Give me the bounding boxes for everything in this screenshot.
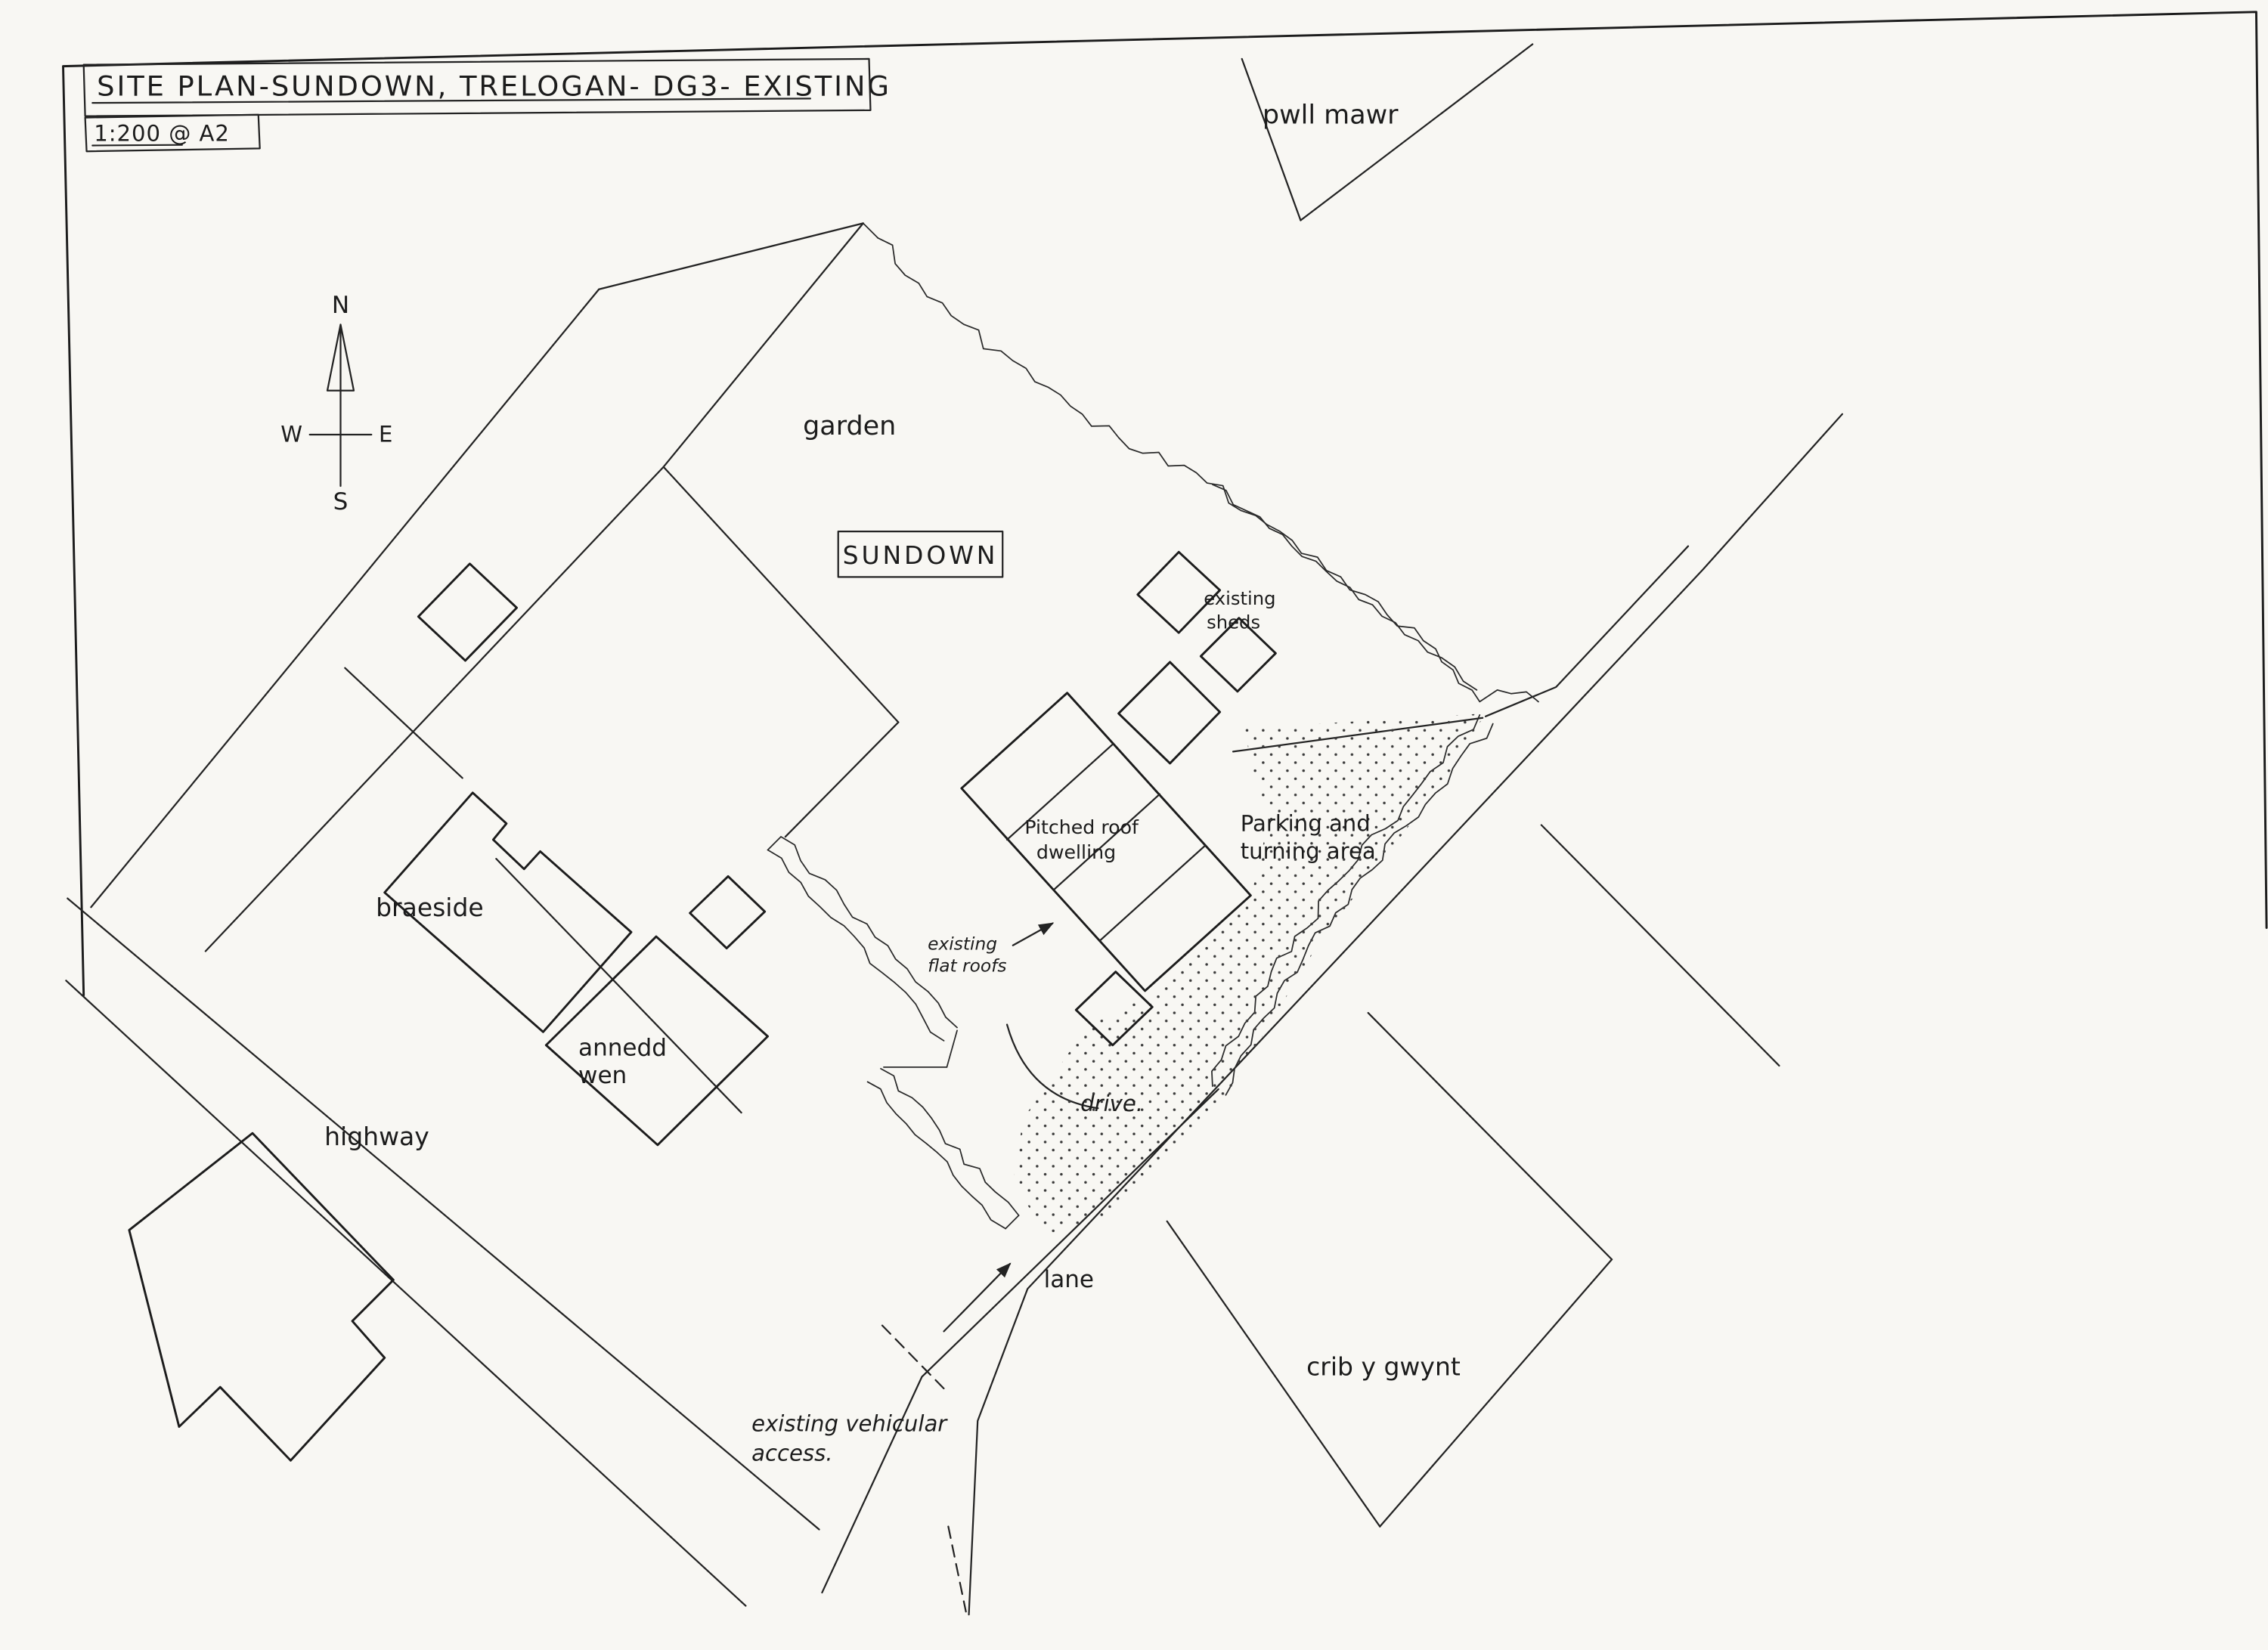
annedd-wen-wing <box>689 875 767 950</box>
flat-roofs-label-line1: existing <box>928 934 997 955</box>
access-label-line1: existing vehicular <box>751 1410 948 1436</box>
hedge-drive-upper-b <box>767 849 945 1042</box>
sheds-label-line1: existing <box>1204 587 1275 609</box>
annedd-wen-label-line1: annedd <box>578 1034 667 1061</box>
drive-label: drive. <box>1080 1091 1143 1116</box>
dwelling-rear-wing <box>1117 661 1222 765</box>
shed-1 <box>1136 550 1222 634</box>
plan-scale: 1:200 @ A2 <box>94 121 230 147</box>
highway-edge-south <box>65 980 747 1607</box>
compass-n-label: N <box>332 292 349 319</box>
highway-label: highway <box>324 1122 429 1151</box>
lane-edge-se <box>968 413 1844 1616</box>
annedd-wen-building <box>544 935 769 1147</box>
shed-2 <box>1199 617 1277 693</box>
building-sw <box>128 1131 395 1462</box>
north-arrow <box>308 323 373 488</box>
flat-roofs-label-line2: flat roofs <box>928 956 1006 977</box>
access-dashed-line <box>881 1324 945 1390</box>
hedge-drive-upper-a <box>780 836 958 1029</box>
dwelling-outbuilding <box>1074 970 1154 1047</box>
braeside-label: braeside <box>376 893 484 922</box>
sheds-label-line2: sheds <box>1207 611 1260 633</box>
flat-roof-pointer-arrow <box>1012 922 1055 946</box>
dwelling-main-block <box>960 692 1252 992</box>
annotation-marks <box>881 922 1055 1613</box>
pwll-mawr-boundary-west <box>1241 57 1302 221</box>
scale-box <box>84 113 261 153</box>
compass-e-label: E <box>379 422 392 447</box>
pwll-mawr-label: pwll mawr <box>1263 100 1399 130</box>
boundary-lines <box>65 43 1844 1616</box>
garden-label: garden <box>803 411 896 441</box>
labels: SITE PLAN-SUNDOWN, TRELOGAN- DG3- EXISTI… <box>94 70 1461 1466</box>
buildings <box>128 550 1277 1462</box>
hedge-north-inner <box>1212 484 1478 691</box>
highway-edge-north <box>67 897 820 1531</box>
lane-label: lane <box>1044 1266 1094 1293</box>
drawing-frame <box>62 11 2268 997</box>
parking-label-line1: Parking and <box>1241 810 1371 836</box>
hedge-north-boundary <box>877 237 1539 703</box>
sundown-label: SUNDOWN <box>843 540 999 570</box>
compass-s-label: S <box>333 488 349 515</box>
crib-y-gwynt-label: crib y gwynt <box>1306 1352 1461 1382</box>
parking-label-line2: turning area <box>1241 838 1376 864</box>
pwll-mawr-boundary-east <box>1300 43 1534 221</box>
parking-turning-area <box>1012 713 1486 1237</box>
annedd-wen-label-line2: wen <box>578 1062 627 1089</box>
dwelling-label-line1: Pitched roof <box>1024 816 1139 838</box>
title-box <box>82 57 872 117</box>
compass-w-label: W <box>280 422 302 447</box>
plan-title: SITE PLAN-SUNDOWN, TRELOGAN- DG3- EXISTI… <box>97 70 891 102</box>
hedge-drive-lower-a <box>880 1067 1020 1216</box>
access-label-line2: access. <box>751 1440 832 1466</box>
dwelling-label-line2: dwelling <box>1036 841 1116 863</box>
lane-dashed-line <box>947 1525 967 1613</box>
access-direction-arrow <box>943 1262 1012 1333</box>
braeside-building <box>383 791 633 1033</box>
lane-edge-nw-upper <box>1484 545 1690 717</box>
outbuilding-nw <box>417 562 518 662</box>
sundown-name-box <box>837 531 1004 578</box>
hedge-drive-lower-b <box>866 1081 1006 1230</box>
